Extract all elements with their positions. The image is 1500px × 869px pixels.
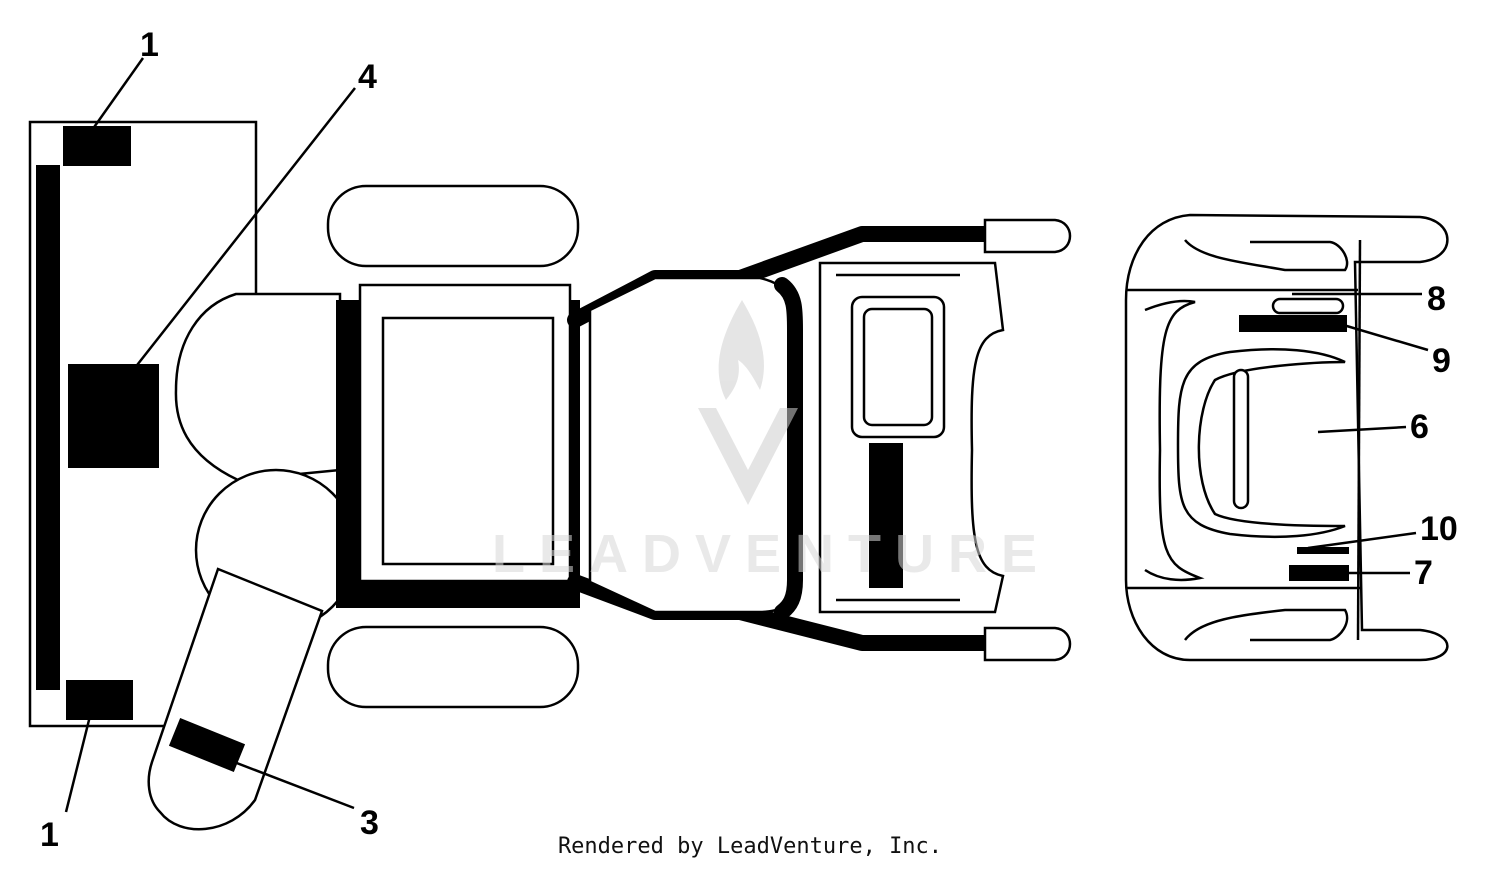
- handle-inset: [1124, 213, 1449, 662]
- callout-1-top: 1: [140, 26, 159, 64]
- leader-lines: [64, 57, 1429, 813]
- callout-7: 7: [1414, 554, 1433, 592]
- control-panel: [818, 261, 1005, 614]
- engine: [336, 283, 580, 608]
- flame-icon: [718, 300, 764, 400]
- watermark-text: LEADVENTURE: [492, 524, 1051, 584]
- callout-1-bottom: 1: [40, 816, 59, 854]
- render-credit: Rendered by LeadVenture, Inc.: [557, 834, 943, 859]
- decal-1-bottom: [66, 680, 133, 720]
- callouts: 1 1 3 4 6 7 8 9 10: [40, 26, 1458, 854]
- decal-1-top: [63, 126, 131, 166]
- chute-assembly: [147, 292, 358, 831]
- callout-10: 10: [1420, 510, 1458, 548]
- v-logo-icon: [698, 408, 798, 505]
- watermark: LEADVENTURE: [492, 300, 1051, 584]
- callout-6: 6: [1410, 408, 1429, 446]
- callout-8: 8: [1427, 280, 1446, 318]
- callout-3: 3: [360, 804, 379, 842]
- decal-4: [68, 364, 159, 468]
- tires: [326, 184, 580, 709]
- callout-9: 9: [1432, 342, 1451, 380]
- callout-4: 4: [358, 58, 377, 96]
